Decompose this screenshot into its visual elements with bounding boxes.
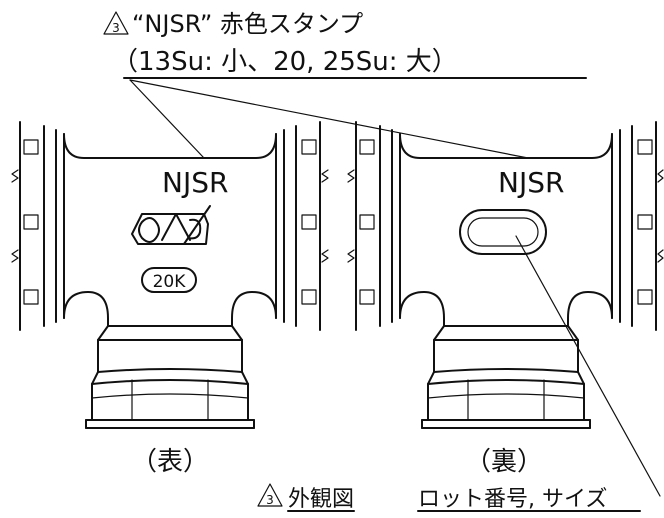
front-view: NJSR 20K （表） xyxy=(11,121,329,477)
back-body-top xyxy=(399,133,613,159)
revision-triangle-icon: 3 xyxy=(103,11,129,35)
lot-size-note: ロット番号, サイズ xyxy=(418,487,607,512)
back-right-flange xyxy=(611,121,664,331)
front-njsr-stamp: NJSR xyxy=(162,166,228,199)
back-left-shoulder xyxy=(399,291,445,327)
rating-badge-label: 20K xyxy=(153,272,187,292)
revision-triangle-icon: 3 xyxy=(257,483,283,507)
svg-text:3: 3 xyxy=(266,493,274,507)
back-hex-nut xyxy=(421,371,591,429)
bottom-note: 3 外観図 ロット番号, サイズ xyxy=(257,483,641,512)
leader-lines xyxy=(129,79,661,497)
front-right-flange xyxy=(275,121,329,331)
front-hex-nut xyxy=(85,371,255,429)
back-njsr-stamp: NJSR xyxy=(498,166,564,199)
lot-number-slot xyxy=(459,209,547,255)
front-view-caption: （表） xyxy=(131,447,209,477)
back-branch-neck xyxy=(433,325,579,373)
front-left-flange xyxy=(11,121,65,331)
back-left-flange xyxy=(347,121,401,331)
front-right-shoulder xyxy=(231,291,277,327)
callout-header: 3 “NJSR” 赤色スタンプ （13Su: 小、20, 25Su: 大） xyxy=(103,10,587,79)
svg-text:3: 3 xyxy=(112,21,120,35)
front-body-top xyxy=(63,133,277,159)
back-view: NJSR （裏） xyxy=(347,121,664,477)
rating-badge: 20K xyxy=(141,267,197,293)
front-left-shoulder xyxy=(63,291,109,327)
callout-stamp-label: “NJSR” 赤色スタンプ xyxy=(132,10,363,38)
outline-drawing-title: 外観図 xyxy=(288,487,354,512)
back-view-caption: （裏） xyxy=(465,447,543,477)
manufacturer-logo-icon xyxy=(131,205,211,245)
front-branch-neck xyxy=(97,325,243,373)
callout-size-note: （13Su: 小、20, 25Su: 大） xyxy=(112,47,458,77)
back-right-shoulder xyxy=(567,291,613,327)
